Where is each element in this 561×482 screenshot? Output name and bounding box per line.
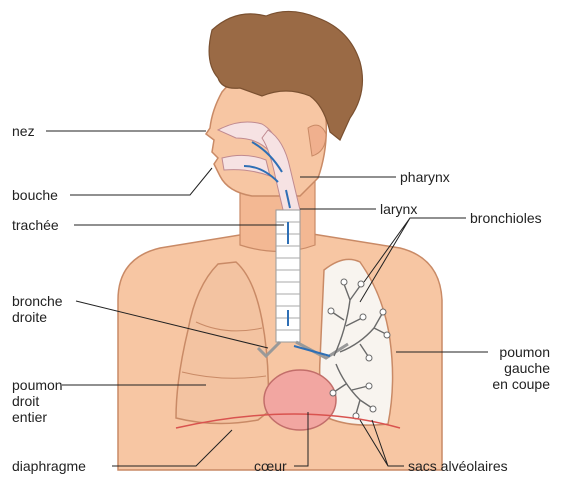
label-bouche: bouche bbox=[12, 187, 58, 203]
label-larynx: larynx bbox=[380, 201, 417, 217]
label-pharynx: pharynx bbox=[400, 169, 450, 185]
heart bbox=[264, 370, 336, 430]
label-bronchioles: bronchioles bbox=[470, 210, 542, 226]
label-nez: nez bbox=[12, 123, 35, 139]
label-diaphragme: diaphragme bbox=[12, 458, 86, 474]
label-sacs-alveolaires: sacs alvéolaires bbox=[408, 458, 508, 474]
label-coeur: cœur bbox=[254, 458, 287, 474]
leader-bouche bbox=[70, 168, 212, 195]
label-poumon-gauche: poumon gauche en coupe bbox=[478, 344, 550, 392]
label-bronche-droite: bronche droite bbox=[12, 293, 63, 325]
label-trachee: trachée bbox=[12, 217, 59, 233]
label-poumon-droit: poumon droit entier bbox=[12, 377, 63, 425]
